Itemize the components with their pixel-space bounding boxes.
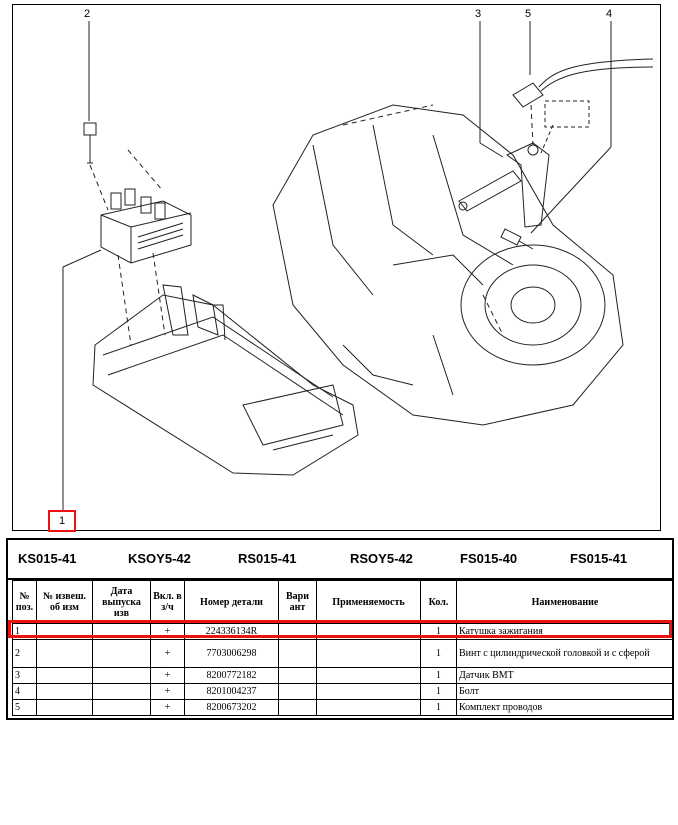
- cell-qty: 1: [420, 639, 457, 668]
- callout-4[interactable]: 4: [606, 8, 613, 20]
- cell-qty: 1: [420, 699, 457, 716]
- bolt-head: [83, 122, 97, 136]
- parts-panel: KS015-41 KSOY5-42 RS015-41 RSOY5-42 FS01…: [6, 538, 674, 720]
- model-code: KS015-41: [18, 551, 77, 566]
- cell-qty: 1: [420, 667, 457, 684]
- table-row[interactable]: 1 + 224336134R 1 Катушка зажигания: [12, 623, 674, 640]
- wiring-connector: [512, 58, 654, 108]
- col-header-variant: Вари ант: [278, 580, 317, 624]
- ignition-coil: [100, 188, 192, 264]
- cell-incl: +: [150, 639, 185, 668]
- cell-name: Комплект проводов: [456, 699, 674, 716]
- cell-incl: +: [150, 623, 185, 640]
- cell-part-number[interactable]: 224336134R: [184, 623, 279, 640]
- table-row[interactable]: 3 + 8200772182 1 Датчик ВМТ: [12, 667, 674, 684]
- callout-1-selected[interactable]: 1: [48, 510, 76, 532]
- cell-pos: 1: [12, 623, 37, 640]
- engine-illustration: [62, 21, 654, 515]
- cell-pos: 5: [12, 699, 37, 716]
- col-header-applicability: Применяемость: [316, 580, 421, 624]
- cell-name: Датчик ВМТ: [456, 667, 674, 684]
- parts-table: № поз. № извеш. об изм Дата выпуска изв …: [12, 580, 674, 716]
- bolt-4: [500, 228, 534, 250]
- model-codes-row: KS015-41 KSOY5-42 RS015-41 RSOY5-42 FS01…: [8, 540, 672, 580]
- cell-pos: 2: [12, 639, 37, 668]
- table-row[interactable]: 2 + 7703006298 1 Винт с цилиндрической г…: [12, 639, 674, 668]
- cell-part-number[interactable]: 7703006298: [184, 639, 279, 668]
- exploded-diagram: 2 3 5 4: [12, 4, 661, 531]
- cell-qty: 1: [420, 683, 457, 700]
- col-header-qty: Кол.: [420, 580, 457, 624]
- table-row[interactable]: 5 + 8200673202 1 Комплект проводов: [12, 699, 674, 716]
- callout-2[interactable]: 2: [84, 8, 91, 20]
- cell-incl: +: [150, 683, 185, 700]
- model-code: RS015-41: [238, 551, 297, 566]
- cell-name: Болт: [456, 683, 674, 700]
- cell-part-number[interactable]: 8200772182: [184, 667, 279, 684]
- model-code: FS015-40: [460, 551, 518, 566]
- model-code: FS015-41: [570, 551, 628, 566]
- col-header-name: Наименование: [456, 580, 674, 624]
- cell-qty: 1: [420, 623, 457, 640]
- cylinder-head: [92, 284, 359, 476]
- table-header-row: № поз. № извеш. об изм Дата выпуска изв …: [12, 580, 674, 624]
- col-header-spares: Вкл. в з/ч: [150, 580, 185, 624]
- callout-5[interactable]: 5: [525, 8, 532, 20]
- cell-incl: +: [150, 667, 185, 684]
- cell-pos: 3: [12, 667, 37, 684]
- tdc-sensor: [458, 142, 550, 228]
- cell-pos: 4: [12, 683, 37, 700]
- col-header-part-number: Номер детали: [184, 580, 279, 624]
- cell-part-number[interactable]: 8201004237: [184, 683, 279, 700]
- model-code: KSOY5-42: [128, 551, 191, 566]
- col-header-notice: № извеш. об изм: [36, 580, 93, 624]
- cell-name: Катушка зажигания: [456, 623, 674, 640]
- callout-3[interactable]: 3: [475, 8, 482, 20]
- col-header-pos: № поз.: [12, 580, 37, 624]
- table-row[interactable]: 4 + 8201004237 1 Болт: [12, 683, 674, 700]
- col-header-date: Дата выпуска изв: [92, 580, 151, 624]
- cell-part-number[interactable]: 8200673202: [184, 699, 279, 716]
- cell-incl: +: [150, 699, 185, 716]
- model-code: RSOY5-42: [350, 551, 413, 566]
- cell-name: Винт с цилиндрической головкой и с сферо…: [456, 639, 674, 668]
- transmission: [272, 104, 624, 426]
